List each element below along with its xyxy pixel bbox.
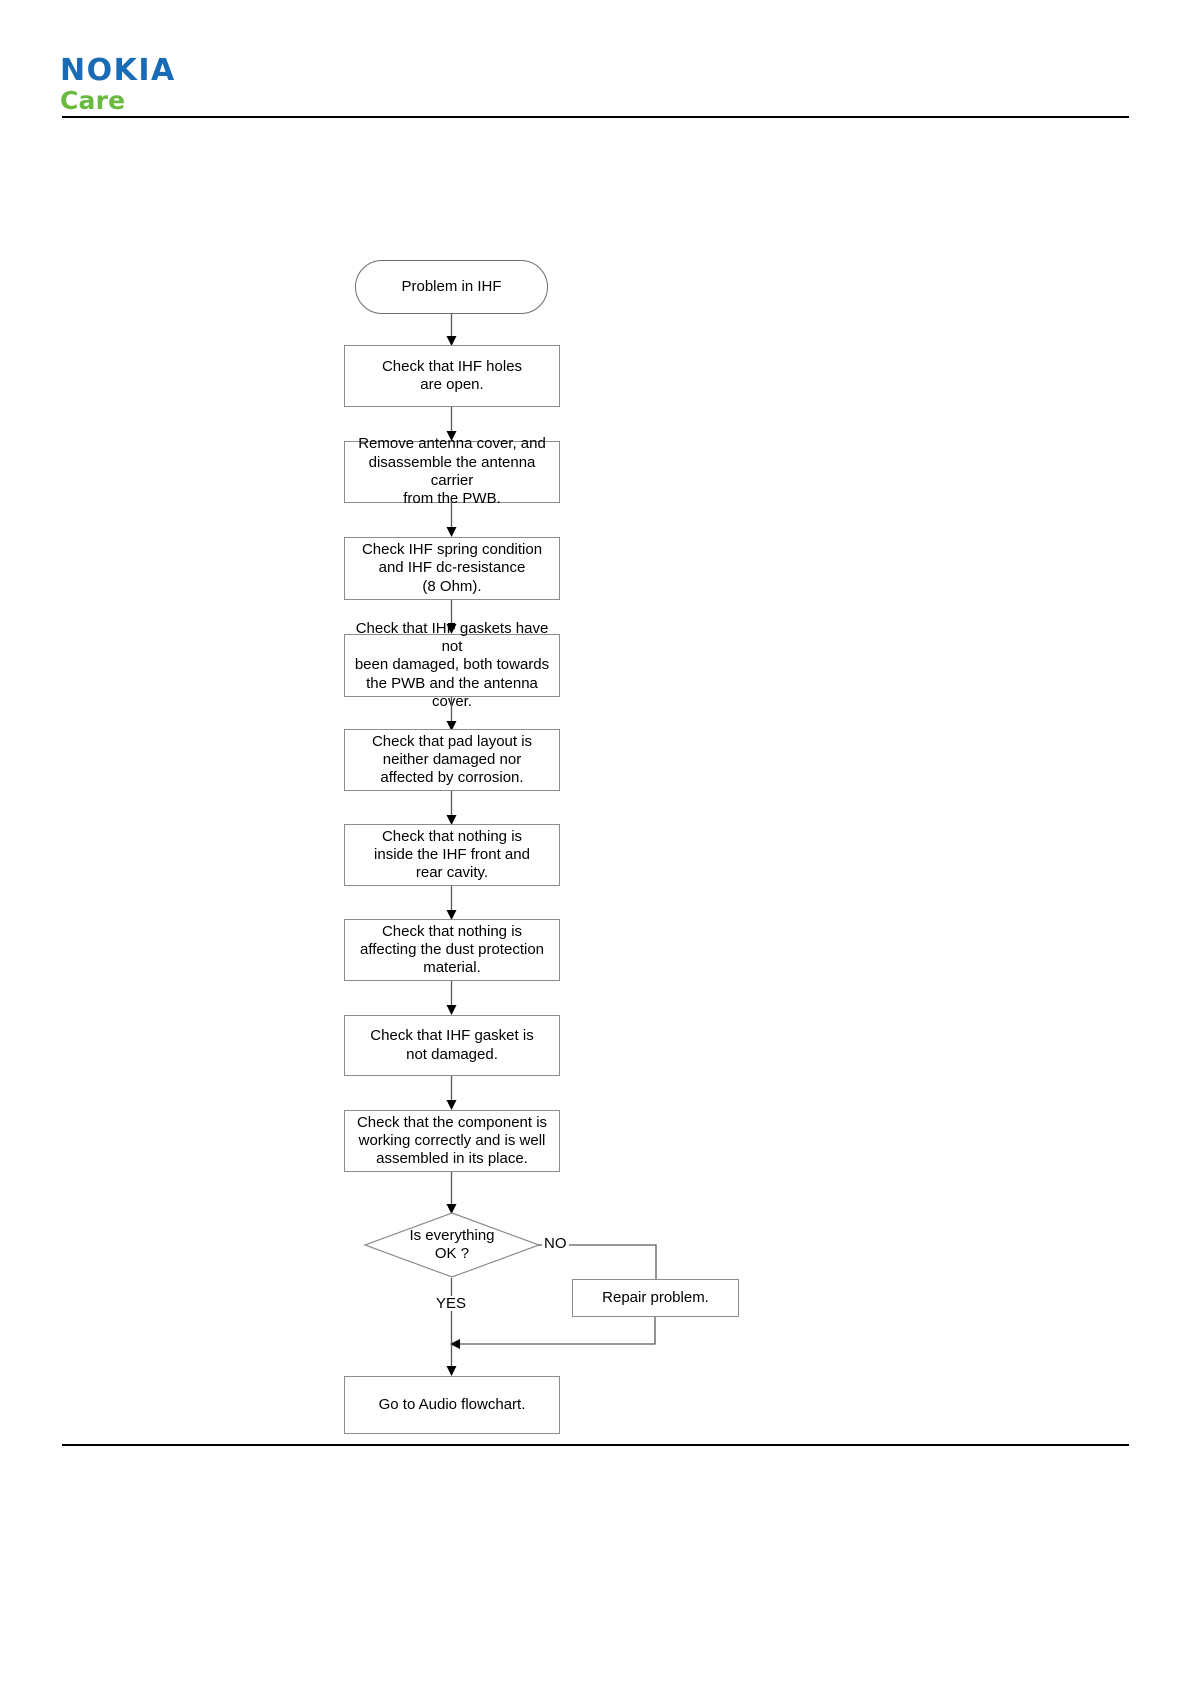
flow-node-decision-label: Is everything OK ?	[409, 1226, 495, 1262]
nokia-care-logo: NOKIA Care	[60, 53, 176, 115]
connector-repair-return-to-main	[450, 1317, 656, 1349]
connector-holes-to-antenna	[446, 407, 457, 441]
flow-node-check-cavity-label: Check that nothing is inside the IHF fro…	[374, 827, 530, 882]
flow-node-remove-antenna-cover: Remove antenna cover, and disassemble th…	[344, 435, 560, 507]
connector-antenna-to-spring	[446, 503, 457, 537]
header-divider-rule	[62, 116, 1129, 118]
connector-spring-to-gaskets	[446, 600, 457, 634]
flow-node-check-dust-protection: Check that nothing is affecting the dust…	[344, 919, 560, 981]
connector-component-to-decision	[446, 1172, 457, 1214]
flow-node-remove-antenna-cover-label: Remove antenna cover, and disassemble th…	[358, 435, 546, 508]
connector-pad-to-cavity	[446, 791, 457, 825]
flow-node-check-ihf-gasket: Check that IHF gasket is not damaged.	[344, 1015, 560, 1076]
flow-node-check-ihf-gaskets: Check that IHF gaskets have not been dam…	[344, 620, 560, 710]
connector-start-to-holes	[446, 314, 457, 346]
flow-node-check-component-label: Check that the component is working corr…	[356, 1113, 548, 1168]
decision-diamond-shape	[363, 1212, 541, 1278]
flow-node-go-to-audio-flowchart: Go to Audio flowchart.	[344, 1376, 560, 1434]
flow-node-repair-problem-label: Repair problem.	[602, 1288, 709, 1306]
edge-label-yes: YES	[434, 1295, 469, 1312]
flow-node-start: Problem in IHF	[355, 260, 548, 314]
flow-node-check-ihf-gasket-label: Check that IHF gasket is not damaged.	[370, 1027, 534, 1063]
flow-node-check-ihf-gaskets-label: Check that IHF gaskets have not been dam…	[354, 619, 550, 710]
flow-node-check-pad-layout-label: Check that pad layout is neither damaged…	[371, 732, 533, 787]
flow-node-go-to-audio-flowchart-label: Go to Audio flowchart.	[378, 1395, 526, 1413]
logo-nokia-wordmark: NOKIA	[60, 53, 176, 88]
logo-care-wordmark: Care	[60, 86, 126, 115]
connector-decision-yes-to-end	[446, 1278, 457, 1376]
flow-node-check-spring-condition: Check IHF spring condition and IHF dc-re…	[344, 537, 560, 600]
flow-node-check-cavity: Check that nothing is inside the IHF fro…	[344, 824, 560, 886]
flow-node-start-label: Problem in IHF	[401, 277, 502, 295]
flow-node-check-ihf-holes: Check that IHF holes are open.	[344, 345, 560, 407]
flow-node-check-dust-protection-label: Check that nothing is affecting the dust…	[359, 922, 544, 977]
flow-node-check-component: Check that the component is working corr…	[344, 1110, 560, 1172]
connector-gasket-to-component	[446, 1076, 457, 1110]
footer-divider-rule	[62, 1444, 1129, 1446]
flow-node-check-pad-layout: Check that pad layout is neither damaged…	[344, 729, 560, 791]
flow-node-decision-is-everything-ok: Is everything OK ?	[363, 1212, 541, 1278]
flow-node-repair-problem: Repair problem.	[572, 1279, 739, 1317]
flow-node-check-ihf-holes-label: Check that IHF holes are open.	[381, 357, 523, 393]
connector-cavity-to-dust	[446, 886, 457, 920]
flow-node-check-spring-condition-label: Check IHF spring condition and IHF dc-re…	[361, 541, 543, 595]
edge-label-no: NO	[542, 1235, 569, 1252]
page-header: NOKIA Care	[0, 0, 1191, 130]
connector-dust-to-gasket	[446, 981, 457, 1015]
connector-gaskets-to-pad	[446, 697, 457, 731]
